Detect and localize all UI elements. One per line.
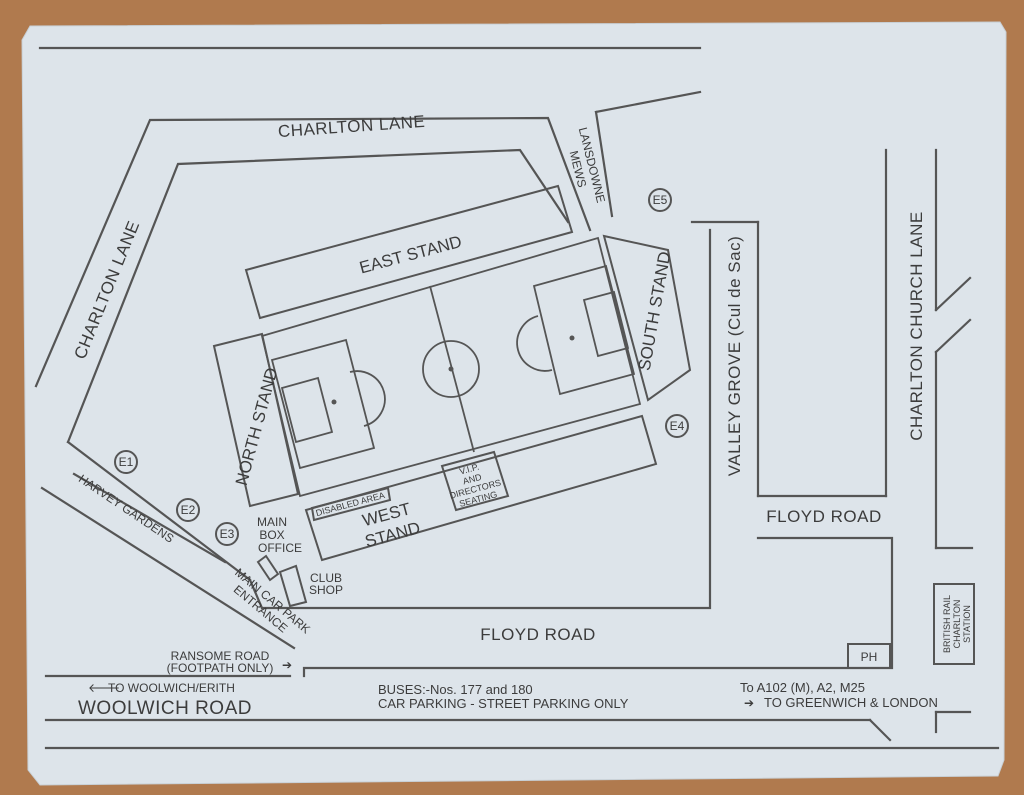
label-ransome-2: (FOOTPATH ONLY) <box>167 661 274 675</box>
label-charlton-church-lane: CHARLTON CHURCH LANE <box>907 211 926 440</box>
entrance-e3: E3 <box>220 527 235 541</box>
east-stand <box>244 184 574 320</box>
label-club-shop-1: CLUB <box>310 571 342 585</box>
label-to-woolwich: TO WOOLWICH/ERITH <box>108 681 235 695</box>
label-floyd-road-bottom: FLOYD ROAD <box>480 625 596 644</box>
label-ransome-1: RANSOME ROAD <box>171 649 270 663</box>
label-club-shop-2: SHOP <box>309 583 343 597</box>
entrance-e4: E4 <box>670 419 685 433</box>
south-stand <box>602 234 692 402</box>
box-office <box>256 554 280 582</box>
arrow-right-ransome-icon: ➔ <box>282 658 292 672</box>
entrance-e1: E1 <box>119 455 134 469</box>
station-building <box>933 583 975 665</box>
label-to-greenwich: TO GREENWICH & LONDON <box>764 695 938 710</box>
label-station-3: STATION <box>962 605 972 643</box>
arrow-left-woolwich-icon: 🡐 <box>88 681 120 695</box>
paper-card <box>21 21 1007 786</box>
pub <box>847 643 891 669</box>
label-parking: CAR PARKING - STREET PARKING ONLY <box>378 696 629 711</box>
road-lines <box>34 46 1000 750</box>
club-shop <box>278 564 308 608</box>
disabled-area <box>310 486 392 522</box>
penalty-spot-right <box>569 335 575 341</box>
label-pub: PH <box>861 650 878 664</box>
arrow-right-greenwich-icon: ➔ <box>744 696 754 710</box>
penalty-spot-left <box>331 399 337 405</box>
entrance-e5: E5 <box>653 193 668 207</box>
label-box-office-1: MAIN <box>257 515 287 529</box>
label-to-a102: To A102 (M), A2, M25 <box>740 680 865 695</box>
centre-spot <box>448 366 454 372</box>
west-stand <box>304 414 658 562</box>
label-box-office-2: BOX <box>259 528 284 542</box>
vip-seating <box>440 450 510 512</box>
label-station-1: BRITISH RAIL <box>942 595 952 653</box>
entrance-e2: E2 <box>181 503 196 517</box>
label-station-2: CHARLTON <box>952 600 962 649</box>
north-stand <box>212 332 300 508</box>
entrance-markers <box>114 188 689 546</box>
label-woolwich-road: WOOLWICH ROAD <box>78 698 252 719</box>
label-floyd-road-right: FLOYD ROAD <box>766 507 882 526</box>
label-valley-grove: VALLEY GROVE (Cul de Sac) <box>725 236 744 477</box>
label-vip-2: AND <box>462 472 483 487</box>
label-buses: BUSES:-Nos. 177 and 180 <box>378 682 533 697</box>
label-box-office-3: OFFICE <box>258 541 302 555</box>
